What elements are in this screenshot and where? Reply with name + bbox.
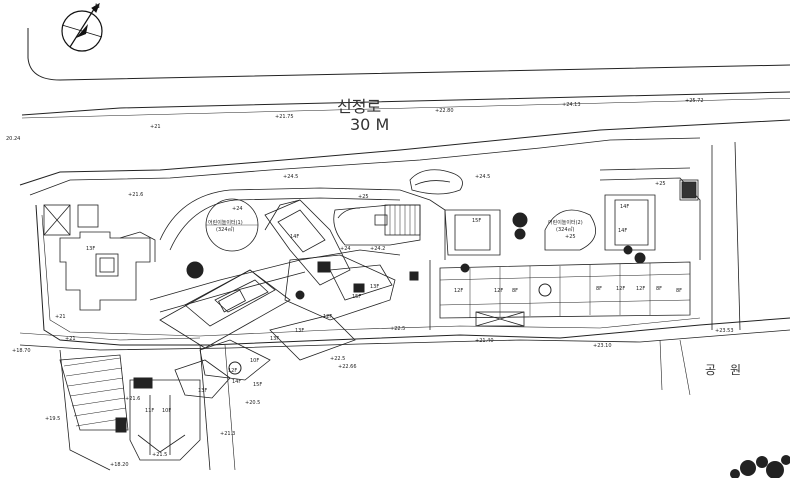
elevation-mark: +21 [55,314,66,320]
elevation-mark: +22.5 [390,326,405,332]
building-right-row [439,179,699,327]
entry-drive [409,169,463,195]
elevation-mark: +24 [340,246,351,252]
floor-label: 11F [145,408,154,414]
elevation-mark: +21.40 [475,338,494,344]
building-left-complex [43,204,156,311]
park-label: 공원 [705,363,755,377]
floor-label: 14F [232,379,241,385]
playground-1 [205,198,259,252]
floor-label: 14F [620,204,629,210]
floor-label: 13F [370,284,379,290]
elevation-mark: +21 [65,336,76,342]
elevation-mark: +21.3 [220,431,235,437]
floor-label: 10F [162,408,171,414]
elevation-mark: +23.10 [593,343,612,349]
inner-roads [149,167,701,330]
elevation-mark: +18.70 [12,348,31,354]
elevation-mark: +21 [150,124,161,130]
elevation-mark: +25 [358,194,369,200]
road-name: 신정로 [337,97,381,116]
elevation-mark: +23.53 [715,328,734,334]
elevation-mark: +25 [565,234,576,240]
floor-label: 10F [250,358,259,364]
floor-label: 8F [676,288,682,294]
playground-1-area: (324㎡) [216,226,234,233]
floor-label: 12F [636,286,645,292]
floor-label: 15F [472,218,481,224]
floor-label: 14F [618,228,627,234]
elevation-labels: +21 +21.75 +22.80 +24.13 +25.72 +24.5 +2… [6,98,734,468]
road-width: 30 M [350,115,389,134]
elevation-mark: +24 [232,206,243,212]
elevation-mark: +24.2 [370,246,385,252]
playground-2-area: (324㎡) [556,226,574,233]
elevation-mark: +24.5 [283,174,298,180]
elevation-mark: +22.66 [338,364,357,370]
floor-label: 12F [494,288,503,294]
playground-2-label: 어린이놀이터(2) [548,219,583,226]
floor-label: 12F [616,286,625,292]
elevation-mark: +21.5 [152,452,167,458]
floor-label: 15F [352,294,361,300]
elevation-mark: +18.20 [110,462,129,468]
floor-label: 12F [454,288,463,294]
floor-label: 13F [86,246,95,252]
elevation-mark: +25 [655,181,666,187]
floor-label: 13F [270,336,279,342]
elevation-mark: +22.80 [435,108,454,114]
floor-label: 14F [290,234,299,240]
elevation-mark: 20.24 [6,136,20,142]
elevation-mark: +24.13 [562,102,581,108]
floor-label: 15F [253,382,262,388]
elevation-mark: +21.75 [275,114,294,120]
elevation-mark: +20.5 [245,400,260,406]
playground-2 [544,209,597,251]
site-boundary [19,119,790,471]
floor-label: 13F [295,328,304,334]
building-bottom-left [59,354,201,461]
floor-label: 13F [198,388,207,394]
road-edges [21,28,790,119]
floor-label: 12F [323,314,332,320]
landscape-symbols [115,212,646,433]
elevation-mark: +19.5 [45,416,60,422]
elevation-mark: +22.5 [330,356,345,362]
building-center-angled [159,199,396,399]
playground-1-label: 어린이놀이터(1) [208,219,243,226]
elevation-mark: +21.6 [125,396,140,402]
central-plaza [333,204,421,246]
elevation-mark: +24.5 [475,174,490,180]
elevation-mark: +25.72 [685,98,704,104]
north-arrow-icon [61,2,103,52]
floor-label: 8F [656,286,662,292]
floor-label: 12F [228,368,237,374]
north-label: N [95,2,100,10]
tree-cluster [730,455,790,478]
elevation-mark: +21.6 [128,192,143,198]
floor-label: 8F [512,288,518,294]
floor-label: 8F [596,286,602,292]
floor-labels: 13F 14F 15F 13F 12F 13F 10F 12F 13F 14F … [86,204,682,414]
